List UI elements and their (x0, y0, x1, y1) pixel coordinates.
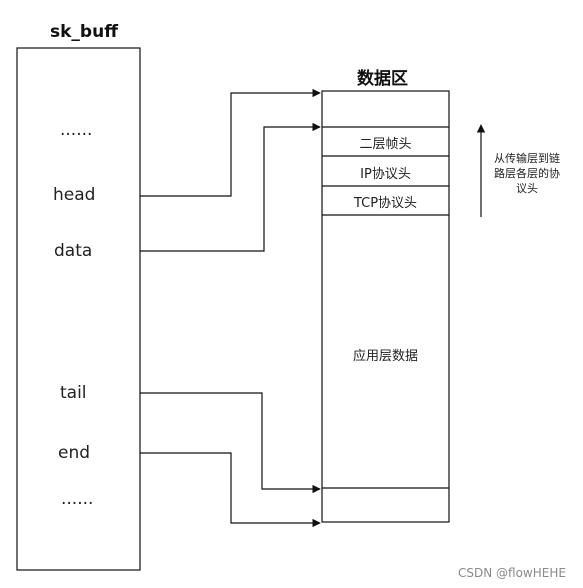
protocol-header-note: 从传输层到链路层各层的协议头 (494, 152, 560, 195)
data-pointer-arrow (140, 122, 321, 252)
row-l2-header: 二层帧头 (359, 137, 412, 152)
field-dots-top: ...... (60, 120, 93, 140)
sk-buff-title: sk_buff (50, 22, 118, 42)
row-app-data: 应用层数据 (352, 349, 418, 364)
tail-pointer-arrow (140, 392, 321, 494)
field-tail: tail (60, 383, 87, 403)
head-pointer-arrow (140, 88, 321, 197)
row-tcp-header: TCP协议头 (353, 196, 418, 211)
field-data: data (54, 241, 93, 261)
field-end: end (58, 443, 91, 463)
data-area-title: 数据区 (357, 69, 408, 89)
row-ip-header: IP协议头 (360, 167, 411, 182)
field-dots-bottom: ...... (61, 489, 94, 509)
sk-buff-box (16, 47, 141, 571)
data-area-box (321, 90, 450, 523)
field-head: head (53, 185, 96, 205)
watermark: CSDN @flowHEHE (458, 566, 566, 580)
end-pointer-arrow (140, 452, 321, 528)
